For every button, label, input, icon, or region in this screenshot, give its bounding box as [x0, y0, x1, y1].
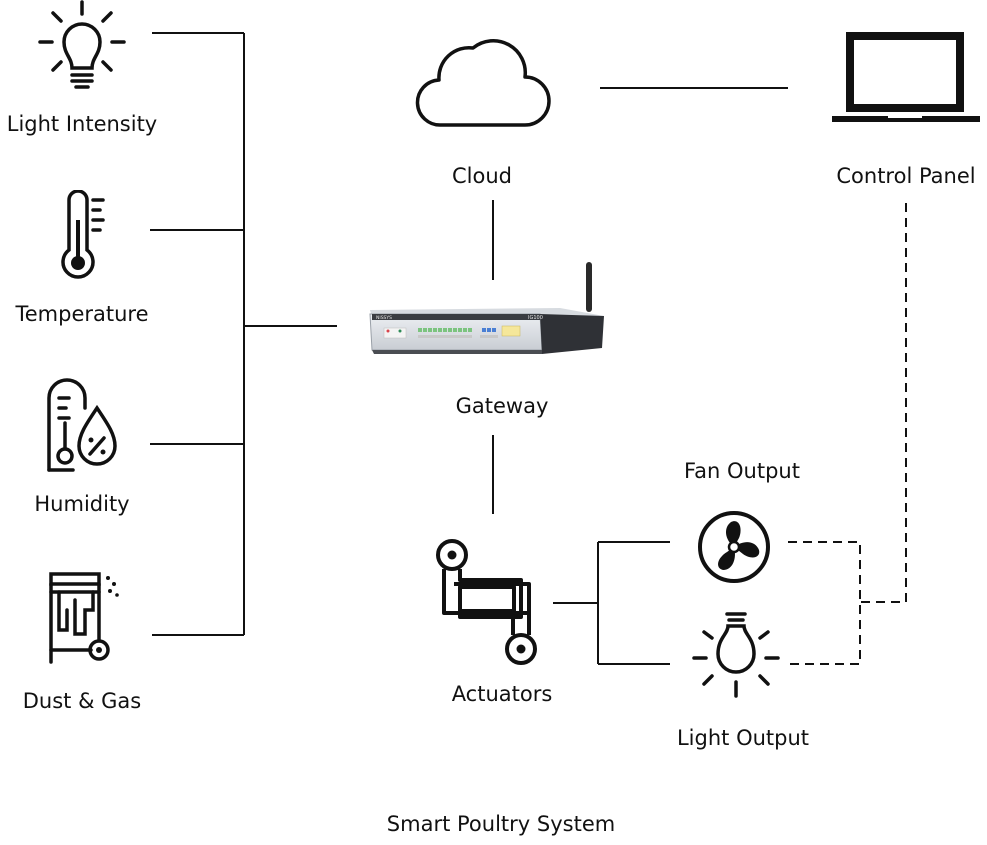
dashed-control-link: [860, 203, 907, 603]
actuators-label: Actuators: [451, 682, 553, 706]
sensor-label-light-intensity: Light Intensity: [6, 112, 158, 136]
dust-gas-sensor-icon: [49, 572, 119, 664]
cloud-icon: [415, 39, 551, 127]
cloud-label: Cloud: [452, 164, 512, 188]
light-bulb-output-icon: [692, 612, 780, 698]
fan-icon: [698, 511, 770, 583]
gateway-router-icon: NISSYS IG100: [369, 262, 604, 354]
gateway-model-text: IG100: [528, 315, 543, 321]
diagram-title: Smart Poultry System: [386, 812, 616, 836]
light-bulb-icon: [38, 0, 126, 89]
sensor-label-dust-gas: Dust & Gas: [22, 689, 142, 713]
humidity-icon: [47, 378, 117, 472]
sensor-label-temperature: Temperature: [15, 302, 149, 326]
gateway-label: Gateway: [455, 394, 549, 418]
gateway-brand-text: NISSYS: [376, 315, 392, 321]
laptop-icon: [832, 32, 980, 122]
thermometer-icon: [61, 190, 105, 279]
dashed-fan-link: [788, 541, 861, 665]
actuator-icon: [436, 539, 537, 665]
control-panel-label: Control Panel: [836, 164, 976, 188]
sensor-label-humidity: Humidity: [34, 492, 130, 516]
light-output-label: Light Output: [676, 726, 810, 750]
fan-output-label: Fan Output: [684, 459, 800, 483]
